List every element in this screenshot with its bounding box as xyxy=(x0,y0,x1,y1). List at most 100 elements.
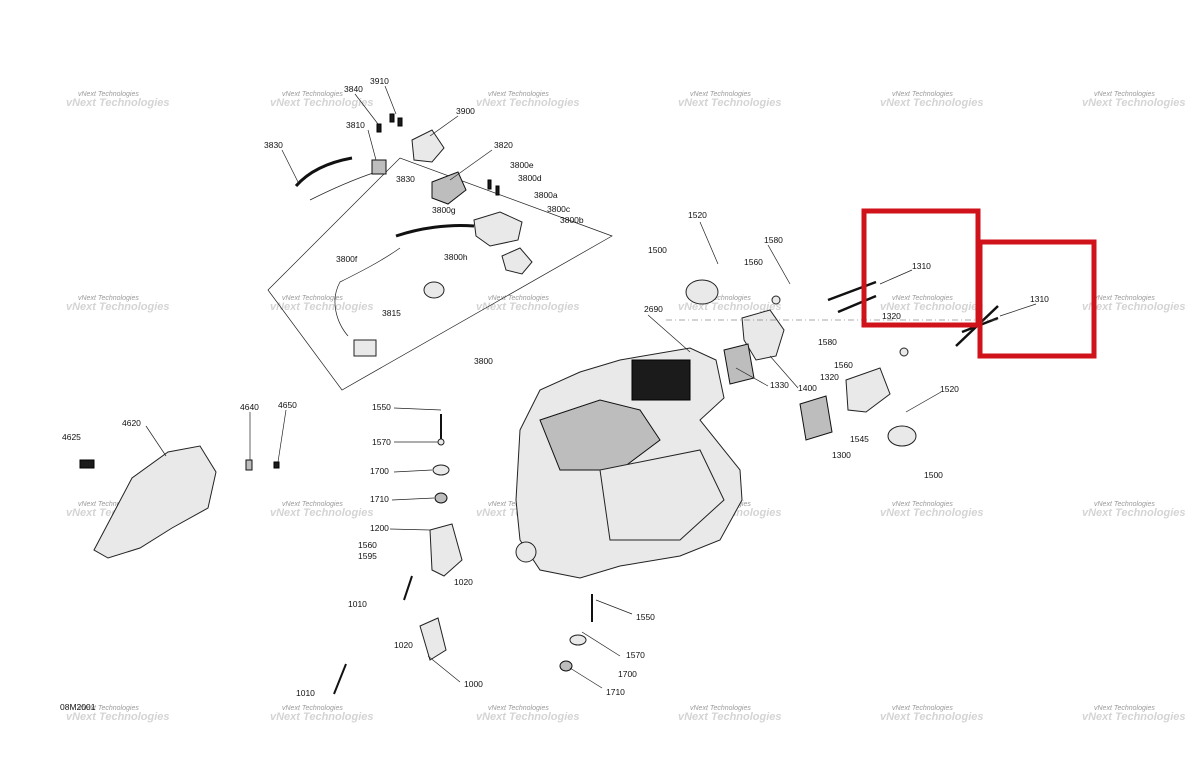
watermark-text: vNext Technologies xyxy=(78,295,139,302)
mount-1500a xyxy=(685,279,719,305)
engine-block-group xyxy=(515,347,743,579)
rear-mount-group xyxy=(666,279,1000,447)
watermark-text: vNext Technologies xyxy=(892,501,953,508)
watermark-text: vNext Technologies xyxy=(282,295,343,302)
part-label-p1310a: 1310 xyxy=(912,261,931,271)
part-label-p4625: 4625 xyxy=(62,432,81,442)
watermark-text: vNext Technologies xyxy=(1094,705,1155,712)
bracket-4620 xyxy=(93,445,217,559)
part-label-p1560a: 1560 xyxy=(744,257,763,267)
part-label-p3900: 3900 xyxy=(456,106,475,116)
engine-module xyxy=(631,359,691,401)
watermark-text: vNext Technologies xyxy=(488,705,549,712)
watermark-shadow: vNext Technologies xyxy=(476,711,580,723)
watermark-text: vNext Technologies xyxy=(282,705,343,712)
part-label-p1320a: 1320 xyxy=(882,311,901,321)
part-label-p1400: 1400 xyxy=(798,383,817,393)
part-label-p1710a: 1710 xyxy=(370,494,389,504)
cable-3830-wire xyxy=(309,171,377,201)
watermark-text: vNext Technologies xyxy=(892,705,953,712)
part-label-p1700b: 1700 xyxy=(618,669,637,679)
damper-1330b xyxy=(799,395,833,441)
watermark-shadow: vNext Technologies xyxy=(1082,711,1186,723)
pin-4625 xyxy=(79,459,95,469)
damper-1330a xyxy=(723,343,755,385)
cable-3830 xyxy=(294,156,353,187)
part-label-p3830b: 3830 xyxy=(396,174,415,184)
part-label-p3820: 3820 xyxy=(494,140,513,150)
part-label-p3800f: 3800f xyxy=(336,254,358,264)
watermark-shadow: vNext Technologies xyxy=(476,97,580,109)
part-label-p3800h: 3800h xyxy=(444,252,468,262)
bracket-1400 xyxy=(741,309,785,361)
watermark-text: vNext Technologies xyxy=(1094,295,1155,302)
washer-1560 xyxy=(771,295,781,305)
bracket-1000 xyxy=(419,617,447,661)
part-label-p1320b: 1320 xyxy=(820,372,839,382)
filter-3815 xyxy=(423,281,445,299)
housing-3820 xyxy=(431,171,467,205)
washer-1700a xyxy=(432,464,450,476)
watermark-text: vNext Technologies xyxy=(488,295,549,302)
shifter-assembly-group xyxy=(267,113,613,391)
part-label-p3800g: 3800g xyxy=(432,205,456,215)
highlight-box-1310-right xyxy=(977,239,1097,359)
part-label-p3800e: 3800e xyxy=(510,160,534,170)
leader-lines xyxy=(145,85,1037,689)
washer-1700b xyxy=(569,634,587,646)
watermark-shadow: vNext Technologies xyxy=(66,97,170,109)
watermark-shadow: vNext Technologies xyxy=(880,507,984,519)
part-label-p1020b: 1020 xyxy=(394,640,413,650)
part-labels: 39103840381039003830383038203800e3800d38… xyxy=(62,76,1049,698)
watermark-shadow: vNext Technologies xyxy=(1082,507,1186,519)
part-label-p1520a: 1520 xyxy=(688,210,707,220)
watermark-shadow: vNext Technologies xyxy=(1082,301,1186,313)
watermark-shadow: vNext Technologies xyxy=(678,97,782,109)
watermark-text: vNext Technologies xyxy=(488,91,549,98)
part-label-p3800c: 3800c xyxy=(547,204,571,214)
watermark-shadow: vNext Technologies xyxy=(270,97,374,109)
part-label-p1550a: 1550 xyxy=(372,402,391,412)
watermark-shadow: vNext Technologies xyxy=(270,507,374,519)
part-label-p2690: 2690 xyxy=(644,304,663,314)
part-label-p1000: 1000 xyxy=(464,679,483,689)
watermark-shadow: vNext Technologies xyxy=(270,301,374,313)
watermark-shadow: vNext Technologies xyxy=(880,301,984,313)
sensor-3810 xyxy=(371,159,387,175)
watermark-shadow: vNext Technologies xyxy=(880,711,984,723)
part-label-p1545: 1545 xyxy=(850,434,869,444)
clip-4640 xyxy=(245,459,253,471)
part-label-p1300: 1300 xyxy=(832,450,851,460)
part-label-p1710b: 1710 xyxy=(606,687,625,697)
part-label-p1580a: 1580 xyxy=(764,235,783,245)
part-label-p3840: 3840 xyxy=(344,84,363,94)
part-label-p3830a: 3830 xyxy=(264,140,283,150)
watermark-text: vNext Technologies xyxy=(1094,91,1155,98)
front-mount-group xyxy=(333,414,593,695)
watermark-text: vNext Technologies xyxy=(690,91,751,98)
bolt-1010b xyxy=(333,663,347,695)
watermark-text: vNext Technologies xyxy=(282,91,343,98)
part-label-p1020a: 1020 xyxy=(454,577,473,587)
watermark-text: vNext Technologies xyxy=(690,295,751,302)
harness-3800f xyxy=(334,247,401,337)
washer-1570a xyxy=(437,438,445,446)
hose-3800f xyxy=(395,224,475,238)
watermark-text: vNext Technologies xyxy=(1094,501,1155,508)
nut-4650 xyxy=(273,461,280,469)
drawing-code: 08M2001 xyxy=(60,702,96,712)
shifter-kit-outline xyxy=(267,157,613,391)
watermark-text: vNext Technologies xyxy=(892,91,953,98)
screw-3910a xyxy=(389,113,395,123)
watermark-shadow: vNext Technologies xyxy=(66,711,170,723)
watermark-text: vNext Technologies xyxy=(78,91,139,98)
part-label-p3800d: 3800d xyxy=(518,173,542,183)
bolt-1310b xyxy=(837,294,877,314)
watermark-text: vNext Technologies xyxy=(78,501,139,508)
watermark-shadow: vNext Technologies xyxy=(476,301,580,313)
part-label-p1570a: 1570 xyxy=(372,437,391,447)
watermark-text: vNext Technologies xyxy=(282,501,343,508)
watermark-shadow: vNext Technologies xyxy=(1082,97,1186,109)
